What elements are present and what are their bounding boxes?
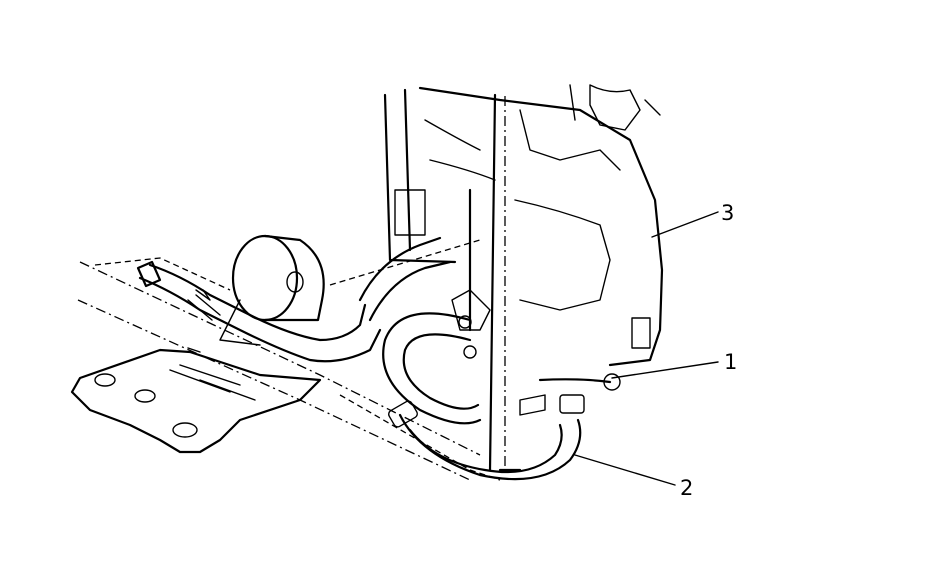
mounting-plate (70, 348, 322, 454)
callout-1: 1 (724, 350, 738, 374)
callout-2: 2 (680, 476, 694, 500)
flow-arrow (187, 289, 211, 353)
callout-3: 3 (721, 201, 735, 225)
engine-mount (219, 234, 325, 346)
hose-assembly (136, 236, 621, 481)
callout-leaders (574, 211, 719, 486)
engine-block (383, 84, 664, 472)
